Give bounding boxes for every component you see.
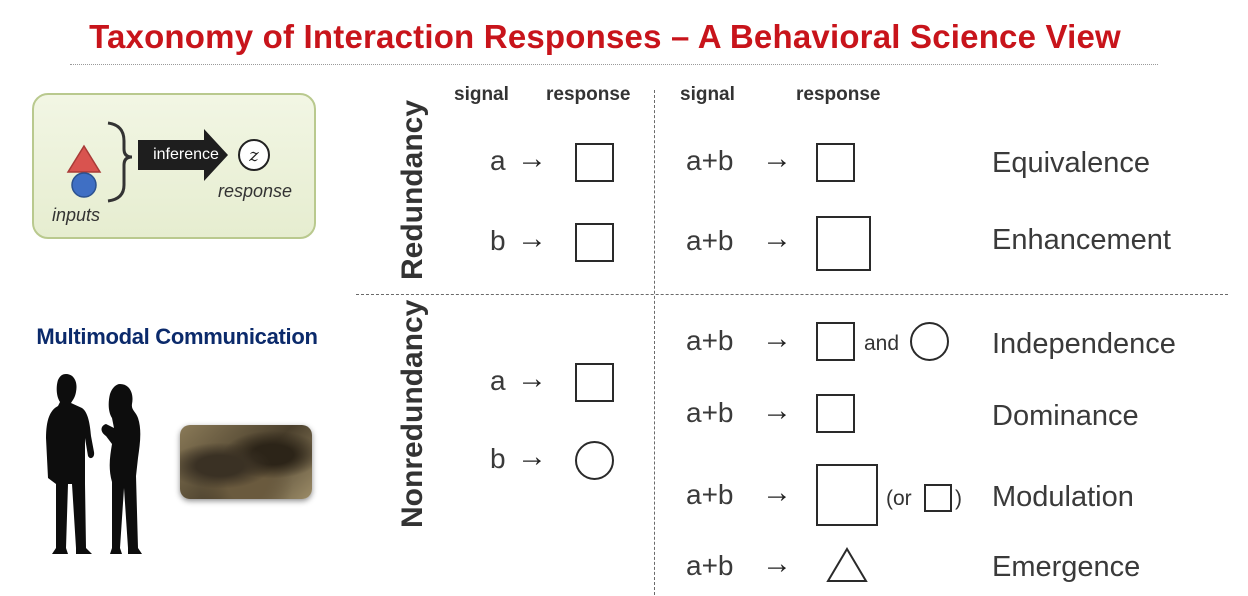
response-label: response — [218, 181, 293, 201]
signal-label: a+b — [686, 145, 734, 176]
signal-label: a+b — [686, 397, 734, 428]
left-response-header: response — [546, 84, 631, 105]
square-response-icon — [575, 143, 614, 182]
arrow-icon: → — [517, 142, 547, 175]
large-square-response-icon — [816, 464, 878, 526]
arrow-icon: → — [762, 142, 792, 175]
man-silhouette-icon — [46, 374, 95, 554]
right-response-header: response — [796, 84, 881, 105]
circle-response-icon — [575, 441, 614, 480]
and-connector: and — [864, 332, 900, 355]
title-divider — [70, 64, 1158, 65]
square-response-icon — [816, 143, 855, 182]
triangle-response-icon — [826, 547, 868, 582]
response-variable-label: z — [249, 145, 259, 166]
right-signal-header: signal — [680, 84, 735, 105]
chimpanzees-photo — [180, 425, 312, 499]
silhouettes-icon — [46, 374, 142, 554]
redundancy-label: Redundancy — [396, 99, 429, 281]
horizontal-divider — [356, 294, 1228, 295]
category-independence: Independence — [992, 328, 1176, 360]
arrow-icon: → — [517, 362, 547, 395]
inference-arrow-icon — [138, 129, 228, 181]
or-connector-open: (or — [886, 487, 912, 510]
or-connector-close: ) — [955, 487, 962, 510]
signal-label: b — [490, 225, 506, 256]
signal-label: a+b — [686, 225, 734, 256]
inputs-label: inputs — [52, 205, 101, 225]
square-response-icon — [816, 394, 855, 433]
signal-label: a — [490, 145, 506, 176]
triangle-input-icon — [66, 144, 102, 173]
page-title: Taxonomy of Interaction Responses – A Be… — [89, 18, 1121, 55]
brace-icon — [107, 121, 133, 203]
signal-label: a+b — [686, 479, 734, 510]
category-enhancement: Enhancement — [992, 224, 1171, 256]
category-equivalence: Equivalence — [992, 147, 1150, 179]
nonredundancy-label: Nonredundancy — [396, 299, 429, 528]
circle-response-icon — [910, 322, 949, 361]
circle-input-icon — [71, 172, 97, 198]
arrow-icon: → — [517, 222, 547, 255]
category-modulation: Modulation — [992, 481, 1134, 513]
square-response-icon — [575, 223, 614, 262]
signal-label: a — [490, 365, 506, 396]
vertical-divider — [654, 90, 655, 595]
signal-label: b — [490, 443, 506, 474]
left-signal-header: signal — [454, 84, 509, 105]
inference-label: inference — [153, 146, 219, 163]
category-dominance: Dominance — [992, 400, 1139, 432]
square-response-icon — [575, 363, 614, 402]
arrow-icon: → — [762, 476, 792, 509]
signal-label: a+b — [686, 325, 734, 356]
response-node-icon — [238, 139, 270, 171]
inference-diagram-graphics — [66, 121, 270, 203]
multimodal-title: Multimodal Communication — [36, 324, 318, 349]
small-square-response-icon — [924, 484, 952, 512]
large-square-response-icon — [816, 216, 871, 271]
arrow-icon: → — [762, 394, 792, 427]
arrow-icon: → — [762, 547, 792, 580]
signal-label: a+b — [686, 550, 734, 581]
arrow-icon: → — [517, 440, 547, 473]
square-response-icon — [816, 322, 855, 361]
arrow-icon: → — [762, 222, 792, 255]
category-emergence: Emergence — [992, 551, 1141, 583]
arrow-icon: → — [762, 322, 792, 355]
woman-silhouette-icon — [101, 384, 142, 554]
